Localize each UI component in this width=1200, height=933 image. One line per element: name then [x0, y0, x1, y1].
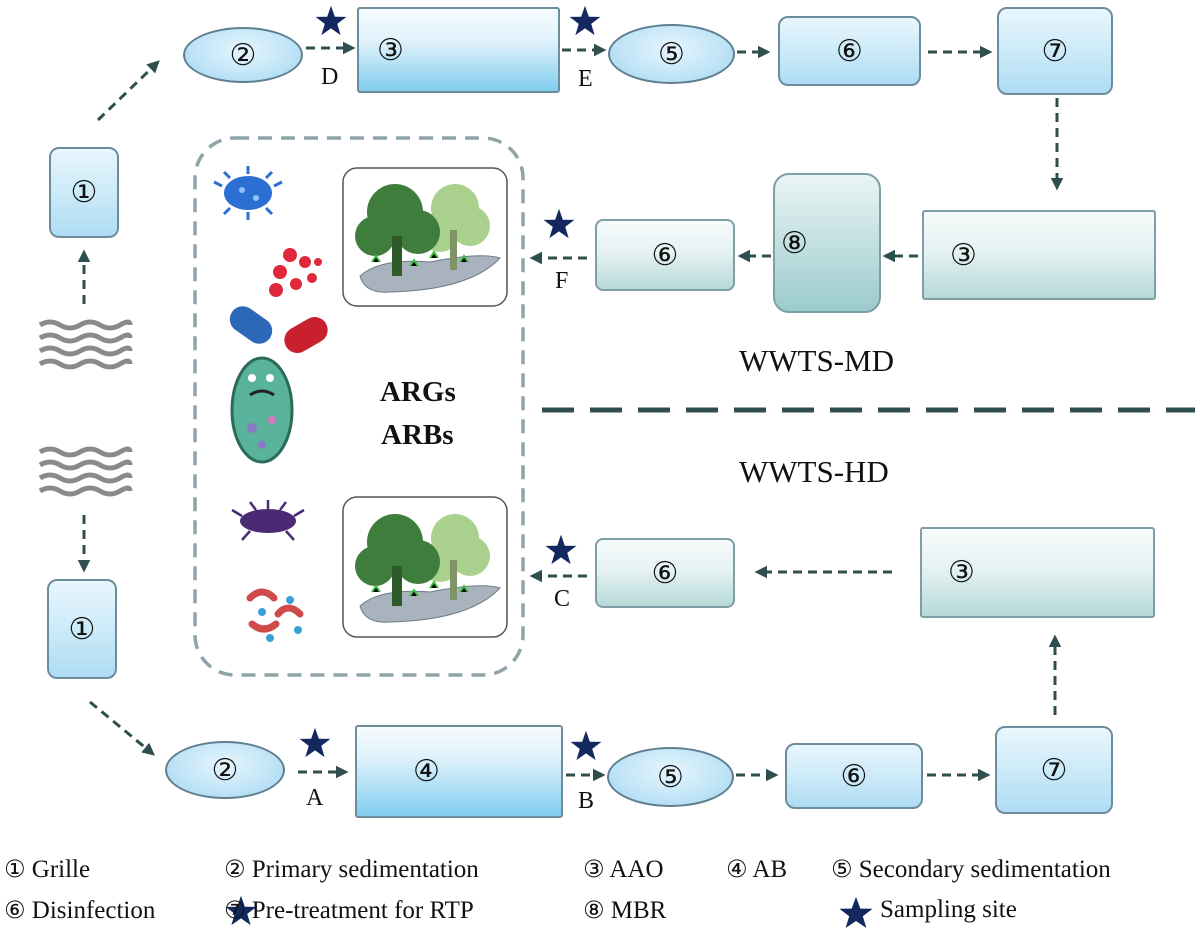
legend-star-icon	[839, 897, 873, 928]
sample-label-e: E	[578, 66, 593, 92]
legend-number: ⑧	[583, 896, 605, 924]
grille-node-bottom: ①	[47, 579, 117, 679]
primary-sedimentation-node-top: ②	[183, 27, 303, 83]
legend-number: ⑤	[831, 855, 853, 883]
node-label: ⑦	[1041, 33, 1069, 69]
bacteria-icon	[231, 500, 305, 541]
node-label: ②	[229, 37, 257, 73]
central-dashed-frame	[193, 136, 525, 677]
disinfection-node-bottom: ⑥	[785, 743, 923, 809]
node-label: ①	[70, 175, 98, 210]
star-icon	[315, 5, 347, 36]
disinfection-node-hd: ⑥	[595, 538, 735, 608]
legend-number: ⑦	[224, 896, 246, 924]
star-icon	[569, 5, 601, 36]
pretreatment-node-bottom: ⑦	[995, 726, 1113, 814]
legend-number: ②	[224, 855, 246, 883]
grille-node-top: ①	[49, 147, 119, 238]
legend-grille: ① Grille	[4, 855, 90, 884]
sample-label-c: C	[554, 586, 571, 612]
wwts-md-label: WWTS-MD	[739, 343, 894, 378]
node-label: ⑥	[840, 758, 868, 794]
aao-tank-top: ③	[357, 7, 560, 93]
sample-label-b: B	[578, 788, 595, 814]
legend-text: AB	[752, 856, 788, 883]
secondary-sedimentation-node-bottom: ⑤	[607, 747, 734, 807]
bacteria-icon	[246, 588, 304, 642]
wwts-hd-label: WWTS-HD	[739, 454, 889, 489]
node-label: ⑦	[1040, 752, 1068, 788]
tree-icon	[342, 496, 508, 638]
legend-pretreatment: ⑦ Pre-treatment for RTP	[224, 896, 474, 925]
legend-text: Disinfection	[31, 897, 156, 924]
bacteria-icon	[269, 248, 322, 297]
node-label: ⑥	[651, 555, 679, 591]
legend-number: ⑥	[4, 896, 26, 924]
aao-tank-hd: ③	[920, 527, 1155, 618]
node-label: ③	[950, 237, 977, 273]
secondary-sedimentation-node-top: ⑤	[608, 24, 735, 84]
disinfection-node-md: ⑥	[595, 219, 735, 291]
tree-icon	[342, 167, 508, 307]
legend-secondary: ⑤ Secondary sedimentation	[831, 855, 1111, 884]
node-label: ②	[211, 752, 239, 788]
legend-number: ③	[583, 855, 605, 883]
node-label: ④	[413, 754, 440, 789]
pill-icon	[229, 306, 328, 353]
arrow-grille-to-primary-bottom	[89, 700, 155, 756]
node-label: ⑧	[781, 225, 808, 261]
legend-text: AAO	[609, 856, 664, 883]
bacteria-icon	[213, 166, 283, 220]
legend-sampling: Sampling site	[880, 896, 1017, 924]
node-label: ⑥	[836, 33, 863, 69]
sample-label-a: A	[306, 785, 324, 811]
disinfection-node-top: ⑥	[778, 16, 921, 86]
star-icon	[570, 730, 602, 761]
legend-text: Grille	[31, 856, 91, 883]
node-label: ⑥	[651, 237, 679, 273]
waves-icon	[38, 446, 133, 497]
legend-disinfection: ⑥ Disinfection	[4, 896, 155, 925]
bacteria-icon	[230, 356, 294, 464]
legend-number: ①	[4, 855, 26, 883]
star-icon	[543, 208, 575, 239]
legend-text: Primary sedimentation	[251, 856, 479, 883]
arrow-grille-to-primary-top	[96, 60, 160, 122]
arbs-label: ARBs	[381, 419, 454, 451]
pretreatment-node-top: ⑦	[997, 7, 1113, 95]
sample-label-d: D	[321, 64, 339, 90]
primary-sedimentation-node-bottom: ②	[165, 741, 285, 799]
args-label: ARGs	[380, 376, 456, 408]
waves-icon	[38, 319, 133, 370]
legend-text: Sampling site	[880, 896, 1017, 923]
star-icon	[299, 727, 331, 758]
legend-primary: ② Primary sedimentation	[224, 855, 479, 884]
legend-text: MBR	[610, 897, 667, 924]
node-label: ③	[948, 555, 975, 590]
sample-label-f: F	[555, 268, 569, 294]
legend-number: ④	[726, 855, 748, 883]
legend-aao: ③ AAO	[583, 855, 664, 884]
legend-mbr: ⑧ MBR	[583, 896, 666, 925]
aao-tank-md: ③	[922, 210, 1156, 300]
star-icon	[545, 534, 577, 565]
mbr-node: ⑧	[773, 173, 881, 313]
legend-text: Pre-treatment for RTP	[251, 897, 474, 924]
node-label: ①	[68, 611, 96, 647]
node-label: ⑤	[658, 36, 685, 72]
node-label: ③	[377, 32, 404, 68]
legend-ab: ④ AB	[726, 855, 787, 884]
ab-tank: ④	[355, 725, 563, 818]
node-label: ⑤	[657, 759, 684, 795]
legend-text: Secondary sedimentation	[858, 856, 1111, 883]
